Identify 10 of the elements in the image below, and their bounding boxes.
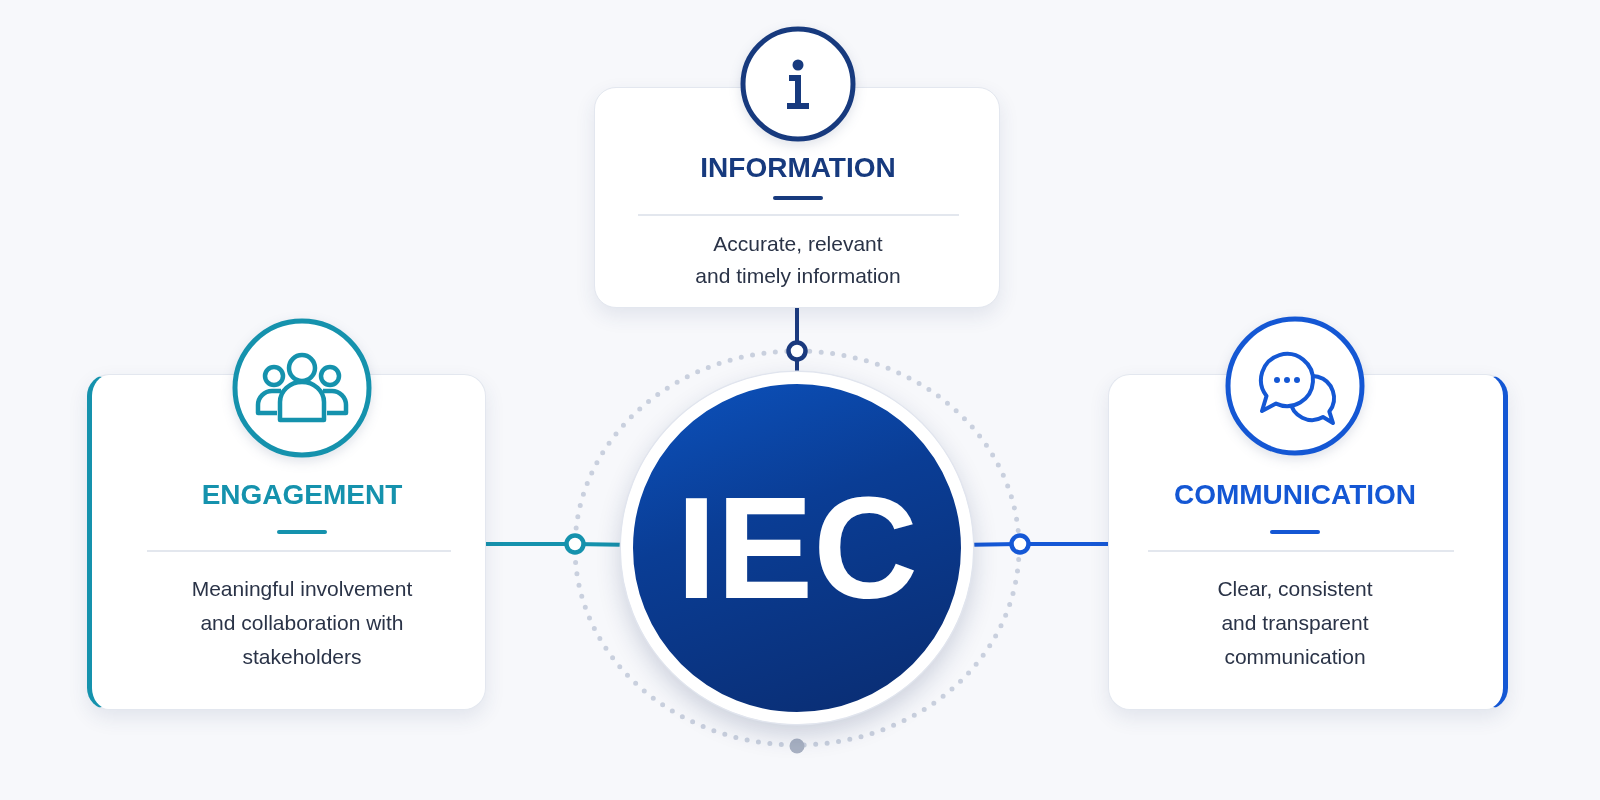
connector-line: [795, 308, 799, 372]
card-description: Clear, consistent and transparent communication: [1216, 576, 1374, 670]
card-title: ENGAGEMENT: [201, 478, 403, 512]
card-title: INFORMATION: [700, 151, 896, 185]
card-title: COMMUNICATION: [1173, 478, 1417, 512]
card-description: Accurate, relevant and timely information: [694, 231, 902, 289]
connector-line: [486, 542, 622, 547]
card-description: Meaningful involvement and collaboration with stakeholders: [191, 576, 413, 670]
connector-line: [972, 542, 1108, 547]
hub-label: IEC: [676, 475, 918, 621]
